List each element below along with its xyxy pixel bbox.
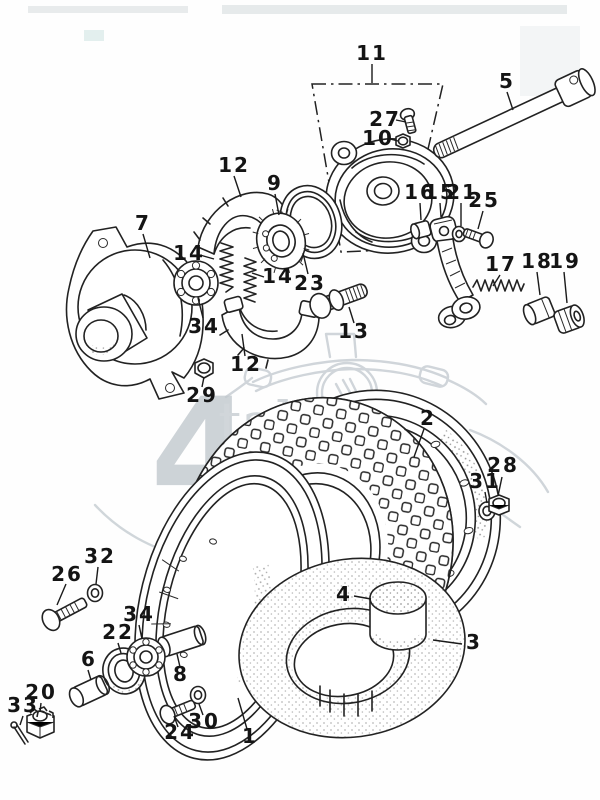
callout-20: 20 bbox=[25, 680, 57, 704]
callout-6: 6 bbox=[81, 647, 97, 671]
cotter-pin-part33 bbox=[10, 721, 29, 745]
callout-3: 3 bbox=[466, 630, 482, 654]
callout-2: 2 bbox=[420, 406, 436, 430]
leader-lines bbox=[19, 64, 568, 730]
callout-5: 5 bbox=[499, 69, 515, 93]
callout-1: 1 bbox=[242, 724, 258, 748]
callout-14-left: 14 bbox=[173, 241, 205, 265]
callout-19: 19 bbox=[549, 249, 581, 273]
brake-cam-part13 bbox=[309, 283, 368, 319]
callout-7: 7 bbox=[135, 211, 151, 235]
callout-27: 27 bbox=[369, 107, 401, 131]
callout-12-upper: 12 bbox=[218, 153, 250, 177]
callout-18: 18 bbox=[521, 249, 553, 273]
callout-11: 11 bbox=[356, 41, 388, 65]
cable-joint-part18 bbox=[522, 296, 556, 326]
rim-band-part4 bbox=[368, 581, 428, 651]
arm-spring-part17 bbox=[472, 279, 525, 292]
brake-spring-left-part14 bbox=[219, 242, 234, 293]
axle-spacer-part8 bbox=[157, 624, 207, 658]
wheel-bearing-upper-part34 bbox=[173, 260, 219, 306]
arm-washer-part21 bbox=[451, 225, 467, 243]
panel-bolt-part27 bbox=[399, 107, 417, 135]
callout-22: 22 bbox=[102, 620, 134, 644]
callout-24: 24 bbox=[164, 720, 196, 744]
callout-32: 32 bbox=[84, 544, 116, 568]
brake-stay-bolt-part26 bbox=[41, 597, 88, 632]
callout-labels: 11 27 10 5 12 9 7 14 14 23 16 15 21 25 1… bbox=[7, 41, 581, 748]
front-axle-part5 bbox=[432, 67, 596, 159]
callout-16: 16 bbox=[404, 180, 436, 204]
callout-30: 30 bbox=[188, 709, 220, 733]
bearing-retainer-part9 bbox=[252, 208, 310, 274]
side-collar-part6 bbox=[68, 674, 111, 708]
callout-28: 28 bbox=[487, 453, 519, 477]
callout-9: 9 bbox=[267, 171, 283, 195]
panel-nut-part10 bbox=[395, 133, 411, 149]
brake-arm-part15 bbox=[429, 215, 481, 329]
scan-artifacts bbox=[28, 5, 580, 96]
callout-12-lower: 12 bbox=[230, 352, 262, 376]
callout-15: 15 bbox=[424, 180, 456, 204]
callout-10: 10 bbox=[362, 126, 394, 150]
callout-34-lower: 34 bbox=[123, 602, 155, 626]
callout-21: 21 bbox=[446, 180, 478, 204]
torque-link-bolt-part24 bbox=[159, 699, 197, 725]
callout-31: 31 bbox=[469, 469, 501, 493]
adjusting-nut-part19 bbox=[553, 304, 585, 334]
callout-4: 4 bbox=[336, 582, 352, 606]
arm-bolt-part25 bbox=[462, 228, 494, 249]
link-washer-part30 bbox=[189, 685, 207, 705]
callout-17: 17 bbox=[485, 252, 517, 276]
callout-33: 33 bbox=[7, 693, 39, 717]
callout-14-right: 14 bbox=[262, 264, 294, 288]
axle-nut-part29 bbox=[194, 358, 214, 379]
callout-8: 8 bbox=[173, 662, 189, 686]
brake-arm-collar-part16 bbox=[409, 220, 432, 240]
callout-29: 29 bbox=[186, 383, 218, 407]
front-hub-part7 bbox=[65, 226, 204, 400]
callout-34-upper: 34 bbox=[188, 314, 220, 338]
callout-25: 25 bbox=[468, 188, 500, 212]
callout-26: 26 bbox=[51, 562, 83, 586]
callout-23: 23 bbox=[294, 271, 326, 295]
callout-13: 13 bbox=[338, 319, 370, 343]
wheel-bearing-lower-part34 bbox=[126, 637, 166, 677]
brake-spring-right-part14 bbox=[243, 257, 257, 303]
stay-washer-part32 bbox=[86, 583, 104, 603]
rim-lock-nut-part28 bbox=[488, 494, 510, 516]
